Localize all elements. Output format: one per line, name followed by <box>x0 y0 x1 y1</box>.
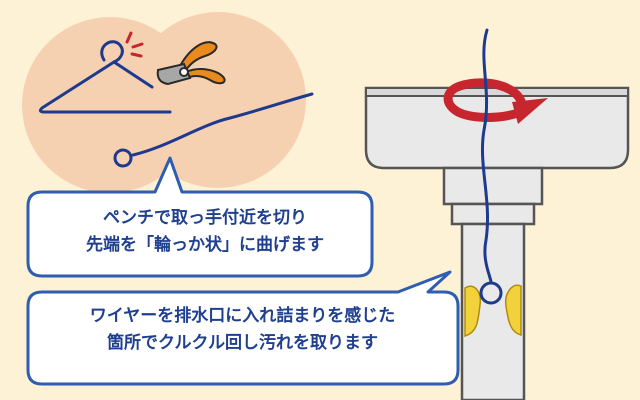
rotate-arrow-icon <box>443 78 548 124</box>
step2-caption: ワイヤーを排水口に入れ詰まりを感じた 箇所でクルクル回し汚れを取ります <box>40 303 445 357</box>
step1-caption-line1: ペンチで取っ手付近を切り <box>103 208 307 228</box>
sink-basin <box>364 86 630 170</box>
pliers-icon <box>156 41 226 86</box>
speech-bubble-step1 <box>26 156 374 278</box>
speech-bubble-step2 <box>26 270 460 386</box>
clog <box>464 284 522 338</box>
wire-in-pipe <box>479 28 503 305</box>
step2-caption-line1: ワイヤーを排水口に入れ詰まりを感じた <box>89 306 396 326</box>
wire-loop-step1 <box>113 92 314 168</box>
hanger-icon <box>38 40 172 114</box>
step2-caption-line2: 箇所でクルクル回し汚れを取ります <box>107 333 378 353</box>
snap-mark-icon <box>125 31 144 58</box>
step1-caption: ペンチで取っ手付近を切り 先端を「輪っか状」に曲げます <box>40 205 370 259</box>
step1-background <box>22 12 306 193</box>
step1-caption-line2: 先端を「輪っか状」に曲げます <box>86 235 324 255</box>
